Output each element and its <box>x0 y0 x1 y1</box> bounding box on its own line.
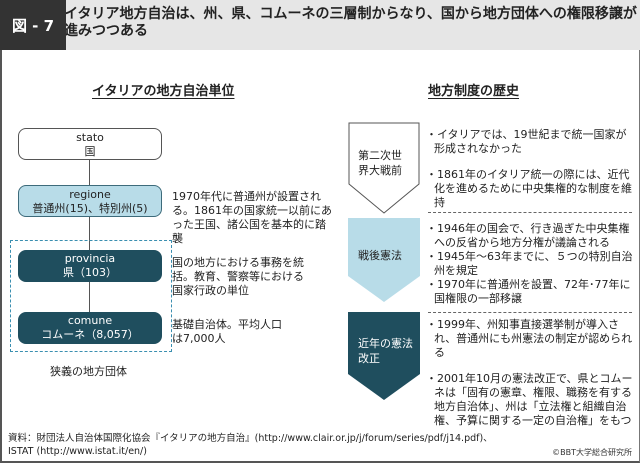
bullet-item: ・2001年10月の憲法改正で、県とコムーネは「固有の憲章、権限、職務を有する地… <box>426 372 633 427</box>
provincia-description: 国の地方における事務を統括。教育、警察等における国家行政の単位 <box>172 256 304 297</box>
bullet-item: ・1999年、州知事直接選挙制が導入され、普通州にも州憲法の制定が認められる <box>426 318 633 359</box>
divider <box>428 212 632 213</box>
postwar-bullets: ・1946年の国会で、行き過ぎた中央集権への反省から地方分権が議論される ・19… <box>426 222 636 306</box>
group-label: 狭義の地方団体 <box>50 365 127 378</box>
period-postwar: 戦後憲法 <box>348 218 420 302</box>
divider <box>428 312 632 313</box>
period-prewar: 第二次世界大戦前 <box>348 122 420 214</box>
figure-label: 図 - 7 <box>0 0 66 50</box>
period-recent: 近年の憲法改正 <box>348 312 420 400</box>
period-arrow-shape <box>348 312 420 400</box>
period-arrow-shape <box>348 122 420 214</box>
regione-description: 1970年代に普通州が設置される。1861年の国家統一以前にあった王国、諸公国を… <box>172 190 332 245</box>
bullet-item: ・1946年の国会で、行き過ぎた中央集権への反省から地方分権が議論される <box>426 222 630 249</box>
right-section-title: 地方制度の歴史 <box>428 84 520 99</box>
source-note: 資料：財団法人自治体国際化協会『イタリアの地方自治』(http://www.cl… <box>8 433 493 457</box>
tier-name: comune <box>67 314 113 327</box>
local-bodies-group <box>10 240 172 352</box>
recent-bullets: ・1999年、州知事直接選挙制が導入され、普通州にも州憲法の制定が認められる ・… <box>426 318 636 428</box>
prewar-bullets: ・イタリアでは、19世紀まで統一国家が形成されなかった ・1861年のイタリア統… <box>426 128 636 210</box>
tier-detail: コムーネ（8,057） <box>41 328 139 341</box>
page-title: イタリア地方自治は、州、県、コムーネの三層制からなり、国から地方団体への権限移譲… <box>54 0 640 50</box>
period-label: 戦後憲法 <box>358 249 402 262</box>
left-section-title: イタリアの地方自治単位 <box>92 84 235 99</box>
bullet-item: ・1945年～63年までに、５つの特別自治州を規定 <box>426 250 633 277</box>
comune-description: 基礎自治体。平均人口は7,000人 <box>172 318 282 345</box>
copyright: ©BBT大学総合研究所 <box>552 448 632 457</box>
period-arrow-shape <box>348 218 420 302</box>
period-label: 近年の憲法改正 <box>358 337 413 365</box>
tier-name: regione <box>69 188 111 201</box>
bullet-item: ・1861年のイタリア統一の際には、近代化を進めるために中央集権的な制度を維持 <box>426 168 632 209</box>
tier-detail: 県（103） <box>63 266 117 279</box>
tier-name: provincia <box>64 252 116 265</box>
bullet-item: ・イタリアでは、19世紀まで統一国家が形成されなかった <box>426 128 627 155</box>
tier-detail: 普通州(15)、特別州(5) <box>32 202 148 215</box>
bullet-item: ・1970年に普通州を設置、72年･77年に国権限の一部移譲 <box>426 278 631 305</box>
tier-detail: 国 <box>84 145 96 158</box>
tier-name: stato <box>76 131 104 144</box>
period-label: 第二次世界大戦前 <box>358 149 402 177</box>
